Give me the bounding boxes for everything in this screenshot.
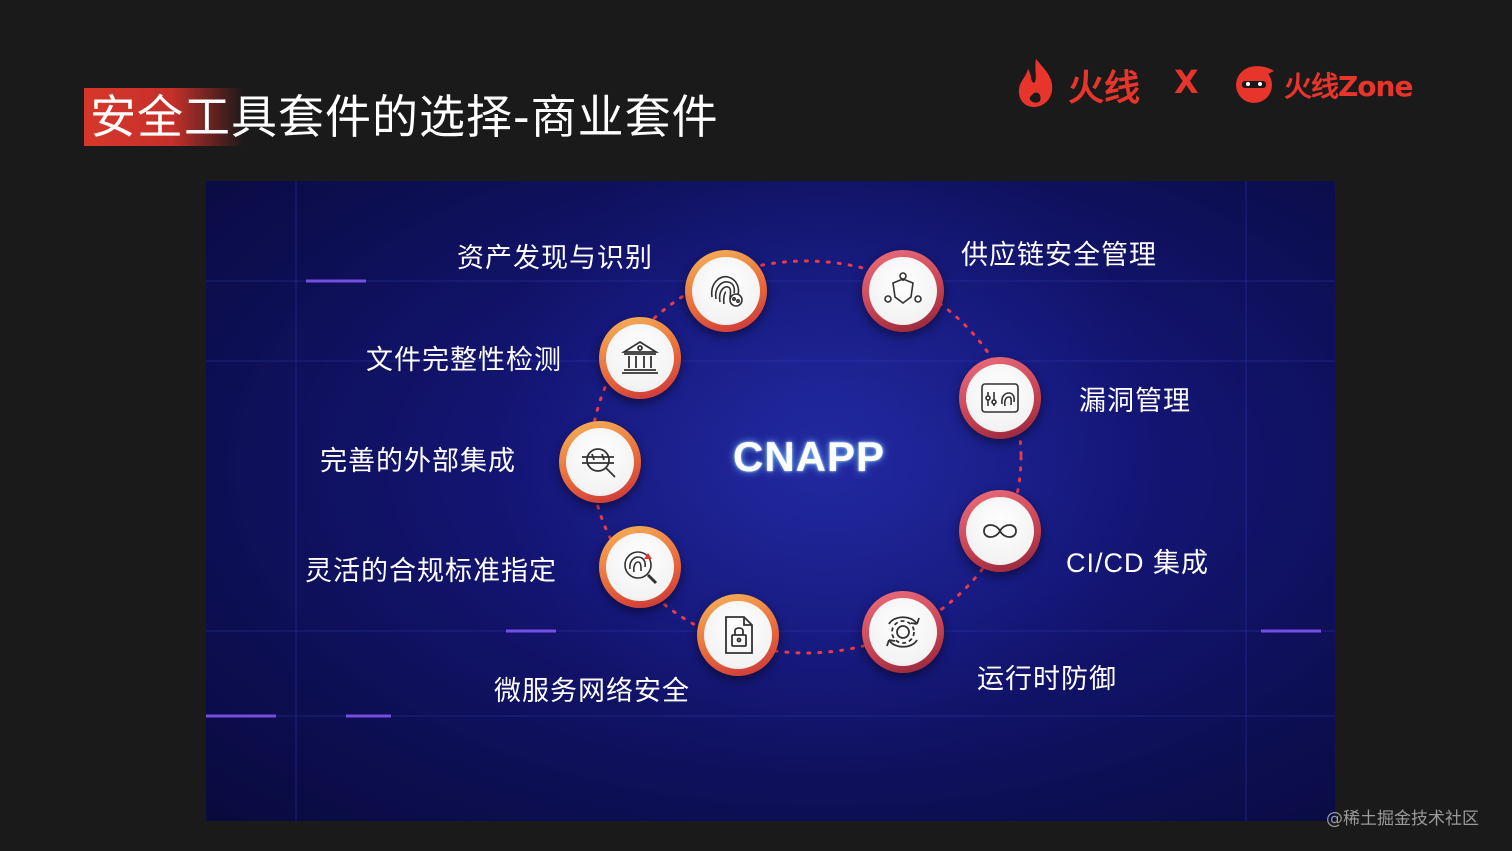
label-external-integration: 完善的外部集成: [320, 446, 516, 477]
label-supply-chain: 供应链安全管理: [961, 240, 1157, 271]
title-highlight: [84, 88, 244, 146]
cnapp-diagram-panel: CNAPP 资产发现与识别 文件完整性检: [206, 181, 1335, 821]
node-compliance: [599, 526, 681, 608]
logo-separator: X: [1174, 63, 1199, 101]
bank-icon: [620, 340, 660, 374]
shield-network-icon: [884, 272, 922, 304]
label-runtime-defense: 运行时防御: [977, 664, 1117, 695]
node-runtime-defense: [862, 591, 944, 673]
node-vulnerability-management: [959, 357, 1041, 439]
fingerprint-search-icon: [624, 551, 658, 585]
label-asset-discovery: 资产发现与识别: [457, 243, 653, 274]
slide-title: 安全工具套件的选择-商业套件: [90, 90, 719, 144]
gear-refresh-icon: [886, 616, 920, 648]
label-cicd: CI/CD 集成: [1066, 548, 1209, 578]
brand-logos: 火线 X 火线Zone: [1012, 55, 1422, 111]
node-file-integrity: [599, 317, 681, 399]
label-compliance: 灵活的合规标准指定: [305, 556, 557, 587]
cnapp-center-label: CNAPP: [733, 433, 886, 480]
label-microservice-security: 微服务网络安全: [494, 676, 690, 707]
mascot-icon: [1236, 66, 1274, 103]
node-cicd: [959, 490, 1041, 572]
node-external-integration: [559, 421, 641, 503]
lock-document-icon: [725, 616, 753, 654]
node-supply-chain: [862, 250, 944, 332]
slide-title-block: 安全工具套件的选择-商业套件: [84, 88, 724, 146]
search-scan-icon: [582, 448, 616, 478]
background-grid: [206, 181, 1335, 821]
fingerprint-icon: [710, 275, 743, 307]
flame-icon: [1018, 59, 1053, 107]
infinity-icon: [983, 524, 1017, 538]
label-vulnerability-management: 漏洞管理: [1079, 386, 1191, 417]
fingerprint-panel-icon: [981, 383, 1019, 413]
node-asset-discovery: [685, 250, 767, 332]
watermark: @稀土掘金技术社区: [1326, 809, 1479, 829]
logo-huoxian: 火线: [1068, 68, 1141, 109]
logo-huoxian-zone: 火线Zone: [1284, 70, 1413, 103]
label-file-integrity: 文件完整性检测: [366, 345, 562, 376]
node-microservice-security: [697, 594, 779, 676]
